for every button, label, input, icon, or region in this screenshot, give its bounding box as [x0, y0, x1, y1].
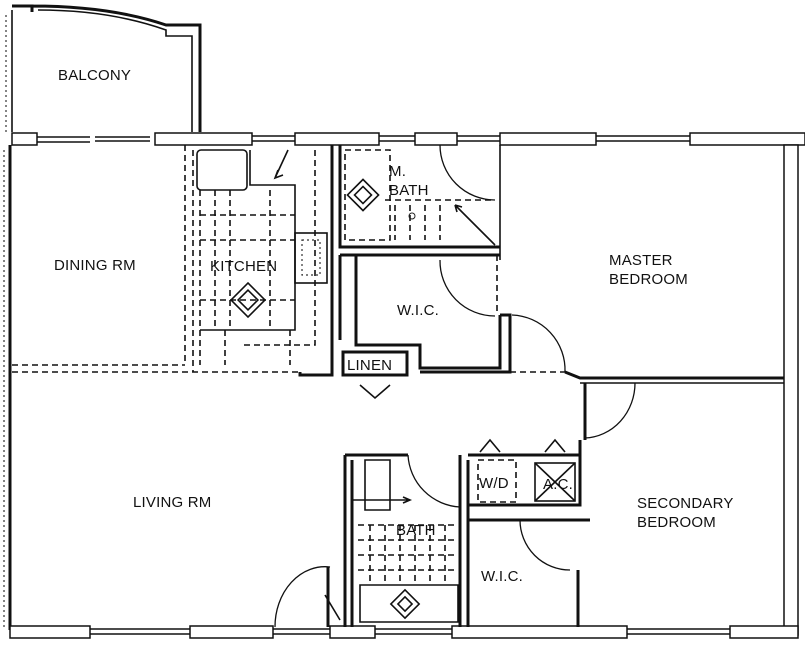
left-exterior-wall — [3, 145, 12, 630]
room-label-line: W.I.C. — [481, 568, 524, 585]
room-label-balcony: BALCONY — [58, 66, 131, 85]
room-label-line: W.I.C. — [397, 302, 440, 319]
central-walls — [298, 145, 502, 377]
room-label-secondary-bedroom: SECONDARY BEDROOM — [637, 494, 734, 532]
room-label-dining: DINING RM — [54, 256, 136, 275]
room-label-master-bedroom: MASTER BEDROOM — [609, 251, 688, 289]
linen-closet — [341, 350, 409, 400]
master-wic-door — [439, 255, 498, 317]
room-label-line: SECONDARY — [637, 495, 734, 512]
room-label-walk-in-closet-secondary: W.I.C. — [481, 567, 523, 586]
room-label-line: A.C. — [543, 476, 573, 493]
room-label-kitchen: KITCHEN — [210, 257, 277, 276]
secondary-bath-layout — [274, 438, 590, 628]
room-label-washer-dryer: W/D — [479, 474, 509, 493]
bottom-exterior-wall — [9, 625, 799, 639]
right-exterior-wall — [783, 144, 799, 636]
kitchen-layout — [184, 145, 328, 372]
balcony-outline — [5, 4, 202, 132]
dining-living-divider — [12, 364, 300, 373]
room-label-line: BATH — [389, 182, 429, 199]
top-exterior-wall — [11, 132, 805, 146]
room-label-line: BATH — [396, 522, 436, 539]
room-label-line: W/D — [479, 475, 509, 492]
room-label-line: LIVING RM — [133, 494, 212, 511]
room-label-line: BEDROOM — [609, 271, 688, 288]
room-label-line: M. — [389, 163, 407, 180]
master-bath-layout — [344, 144, 496, 246]
room-label-line: LINEN — [347, 357, 393, 374]
room-label-line: MASTER — [609, 252, 673, 269]
room-label-master-bath: M. BATH — [389, 162, 429, 200]
room-label-air-conditioner: A.C. — [543, 475, 573, 494]
hall-walls — [420, 313, 784, 440]
room-label-line: BEDROOM — [637, 514, 716, 531]
room-label-living: LIVING RM — [133, 493, 211, 512]
room-label-line: DINING RM — [54, 257, 136, 274]
room-label-walk-in-closet-master: W.I.C. — [397, 301, 439, 320]
room-label-bath: BATH — [396, 521, 436, 540]
room-label-line: KITCHEN — [210, 258, 278, 275]
room-label-linen: LINEN — [347, 356, 392, 375]
room-label-line: BALCONY — [58, 67, 132, 84]
